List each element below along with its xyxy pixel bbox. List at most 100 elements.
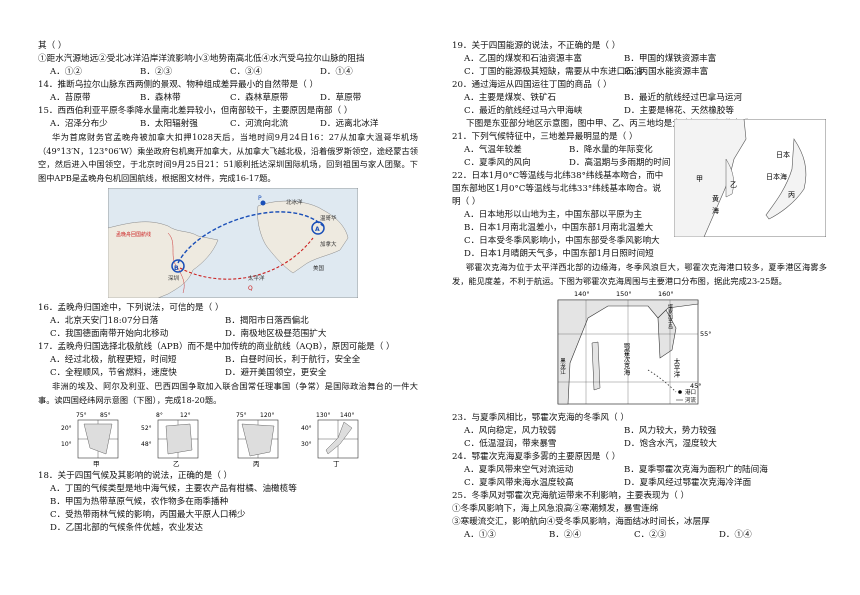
- q18-option-a: A．丁国的气候类型是地中海气候，主要农产品有柑橘、油橄榄等: [50, 483, 297, 494]
- option-c: C．③④: [230, 67, 263, 77]
- option-c: C．最近的航线经过马六甲海峡: [464, 106, 583, 116]
- grid-lat-bottom: 30°: [301, 441, 312, 448]
- q21-options-row1: A．气温年较差 B．降水量的年际变化: [452, 144, 702, 157]
- grid-lat-bottom: 10°: [61, 441, 72, 448]
- option-b: B．太阳辐射强: [140, 119, 198, 129]
- label-peninsula: 堪察加半岛: [667, 304, 673, 331]
- option-a: A．①②: [50, 67, 82, 77]
- passage-23-25: 鄂霍次克海为位于太平洋西北部的边缘海，冬季风浪巨大，鄂霍次克海港口较多，夏季港区…: [452, 262, 827, 286]
- option-c: C．全程顺风，节省燃料，速度快: [50, 368, 177, 379]
- grid-lat-top: 40°: [301, 425, 312, 432]
- label-hai: 海: [712, 206, 719, 215]
- option-a: A．夏季风带来空气对流运动: [464, 465, 574, 476]
- okhotsk-map: 140° 150° 160° 55° 45° 鄂霍次克海 太平洋 堪察加半岛 黑…: [557, 290, 712, 405]
- q14-options: A．苔原带 B．森林带 C．森林草原带 D．草原带: [38, 92, 418, 105]
- option-b: B．揭阳市日落西偏北: [225, 316, 309, 327]
- grid-yi: 8° 12° 52° 48° 乙: [141, 412, 199, 468]
- q22-stem-3: 明（ ）: [452, 197, 481, 207]
- q25-line2: ③寒暖流交汇，影响航向④受冬季风影响，海面结冰时间长，冰层厚: [452, 517, 710, 528]
- grid-name: 甲: [93, 460, 100, 468]
- q17-options-row2: C．全程顺风，节省燃料，速度快 D．避开美国领空，更安全: [38, 367, 418, 380]
- q14-stem: 14．推断乌拉尔山脉东西两侧的景观、物种组成差异最小的自然带是（ ）: [38, 80, 319, 90]
- option-d: D．①④: [320, 67, 353, 77]
- option-c: C．低温湿润，带来暴雪: [464, 439, 557, 450]
- label-p: P: [258, 195, 262, 202]
- option-b: B．风力较大，势力较强: [624, 426, 717, 437]
- q23-options-row2: C．低温湿润，带来暴雪 D．饱含水汽，湿度较大: [452, 438, 827, 451]
- option-d: D．主要是棉花、天然橡胶等: [624, 106, 735, 116]
- label-river: 黑龙江: [559, 358, 566, 376]
- q13-tail-line1: 其（ ）: [38, 41, 67, 51]
- lat-45: 45°: [690, 382, 702, 390]
- passage-18-20: 非洲的埃及、阿尔及利亚、巴西四国争取加入联合国常任理事国（争常）是国际政治舞台的…: [38, 381, 418, 405]
- option-b: B．夏季鄂霍次克海为面积广的陆间海: [624, 465, 768, 476]
- q17-stem: 17．孟晚舟归国选择北极航线（APB）而不是中加传统的商业航线（AQB），原因可…: [38, 342, 395, 353]
- label-japan-sea: 日本海: [766, 172, 787, 181]
- grid-lon-right: 120°: [260, 412, 274, 419]
- label-canada: 加拿大: [320, 240, 337, 248]
- lon-160: 160°: [658, 290, 674, 298]
- grid-lon-right: 140°: [340, 412, 354, 419]
- q18-stem: 18．关于四国气候及其影响的说法，正确的是（ ）: [38, 470, 233, 481]
- option-a: A．经过北极，航程更短，时间短: [50, 355, 177, 366]
- q20-stem: 20．通过海运从四国运往丁国的商品（ ）: [452, 80, 612, 90]
- option-c: C．我国德面南带开始向北移动: [50, 329, 169, 340]
- label-pacific: 太平洋: [672, 357, 680, 379]
- option-d: D．避开美国领空，更安全: [225, 368, 327, 379]
- label-yi: 乙: [730, 181, 737, 189]
- option-b: B．白昼时间长，利于航行，安全全: [225, 355, 361, 366]
- grid-ding: 130° 140° 40° 30° 丁: [301, 412, 359, 468]
- option-d: D．①④: [719, 530, 752, 541]
- q19-options-row1: A．乙国的煤炭和石油资源丰富 B．甲国的煤铁资源丰富: [452, 53, 827, 66]
- q23-stem: 23．与夏季风相比，鄂霍次克海的冬季风（ ）: [452, 413, 629, 424]
- q16-options-row1: A．北京天安门18:07分日落 B．揭阳市日落西偏北: [38, 315, 418, 328]
- label-usa: 美国: [313, 264, 325, 272]
- option-c: C．夏季风带来海水温度较高: [464, 478, 574, 489]
- option-c: C．②③: [634, 530, 667, 541]
- passage-16-17: 华为首席财务官孟晚舟被加拿大扣押1028天后，当地时间9月24日16：27从加拿…: [38, 132, 418, 183]
- q21-22-block: 21．下列气候特征中，三地差异最明显的是（ ） A．气温年较差 B．降水量的年际…: [452, 119, 827, 237]
- q24-stem: 24．鄂霍次克海夏季多雾的主要原因是（ ）: [452, 452, 621, 463]
- grid-lon-left: 75°: [236, 412, 247, 419]
- option-a: A．沼泽分布少: [50, 119, 108, 129]
- q23-options-row1: A．风向稳定，风力较弱 B．风力较大，势力较强: [452, 425, 827, 438]
- option-b: B．降水量的年际变化: [569, 145, 653, 155]
- east-asia-map: 日本 日本海 甲 乙 丙 黄 海: [674, 119, 826, 237]
- q20-options-row2: C．最近的航线经过马六甲海峡 D．主要是棉花、天然橡胶等: [452, 105, 827, 118]
- q18-option-c: C．受热带雨林气候的影响，丙国最大平原人口稀少: [50, 509, 246, 520]
- grid-lat-bottom: 48°: [141, 441, 152, 448]
- label-japan: 日本: [776, 150, 790, 159]
- option-b: B．甲国的煤铁资源丰富: [624, 54, 717, 64]
- q25-options: A．①③ B．②④ C．②③ D．①④: [452, 529, 827, 542]
- q17-options-row1: A．经过北极，航程更短，时间短 B．白昼时间长，利于航行，安全全: [38, 354, 418, 367]
- grid-name: 丁: [333, 460, 340, 468]
- q19-stem: 19．关于四国能源的说法，不正确的是（ ）: [452, 41, 621, 51]
- label-huang: 黄: [712, 194, 719, 203]
- q22-option-a: A．日本地形以山地为主，中国东部以平原为主: [464, 210, 643, 220]
- flight-route-map-svg: 北冰洋 温哥华 加拿大 美国 深圳 太平洋 孟晚舟回国航线 B A Q P: [107, 188, 359, 299]
- grid-lon-right: 12°: [180, 412, 191, 419]
- option-d: D．南极地区极昼范围扩大: [225, 329, 327, 340]
- grid-jia: 75° 85° 20° 10° 甲: [61, 412, 119, 468]
- q24-options-row2: C．夏季风带来海水温度较高 D．夏季风经过鄂霍次克海冷洋面: [452, 477, 827, 490]
- option-d: D．高温期与多雨期的时间: [569, 158, 671, 168]
- option-d: D．夏季风经过鄂霍次克海冷洋面: [624, 478, 752, 489]
- grid-bing: 75° 120° 丙: [236, 412, 279, 468]
- q22-stem-2: 国东部地区1月0°C等温线与北纬33°纬线基本吻合。说: [452, 184, 661, 194]
- q25-line1: ①冬季风影响下，海上风急浪高②寒潮频发，暴雪连绵: [452, 504, 659, 515]
- q25-stem: 25．冬季风对鄂霍次克海航运带来不利影响，主要表现为（ ）: [452, 491, 690, 502]
- grid-lon-right: 85°: [100, 412, 111, 419]
- label-okhotsk-sea: 鄂霍次克海: [622, 342, 630, 377]
- passage-21-22: 下图是东亚部分地区示意图，图中甲、乙、丙三地均是大致相同，据此完成21-22题。: [466, 119, 792, 129]
- label-vancouver: 温哥华: [320, 214, 337, 222]
- q24-options-row1: A．夏季风带来空气对流运动 B．夏季鄂霍次克海为面积广的陆间海: [452, 464, 827, 477]
- option-a: A．风向稳定，风力较弱: [464, 426, 557, 437]
- legend-river: 河流: [685, 396, 697, 404]
- grid-lon-left: 75°: [76, 412, 87, 419]
- q22-option-b: B．日本1月南北温差小，中国东部1月南北温差大: [464, 223, 654, 233]
- label-route: 孟晚舟回国航线: [116, 231, 151, 238]
- option-a: A．北京天安门18:07分日落: [50, 316, 159, 327]
- option-a: A．主要是煤炭、铁矿石: [464, 93, 557, 103]
- lon-140: 140°: [574, 290, 590, 298]
- option-a: A．气温年较差: [464, 145, 522, 155]
